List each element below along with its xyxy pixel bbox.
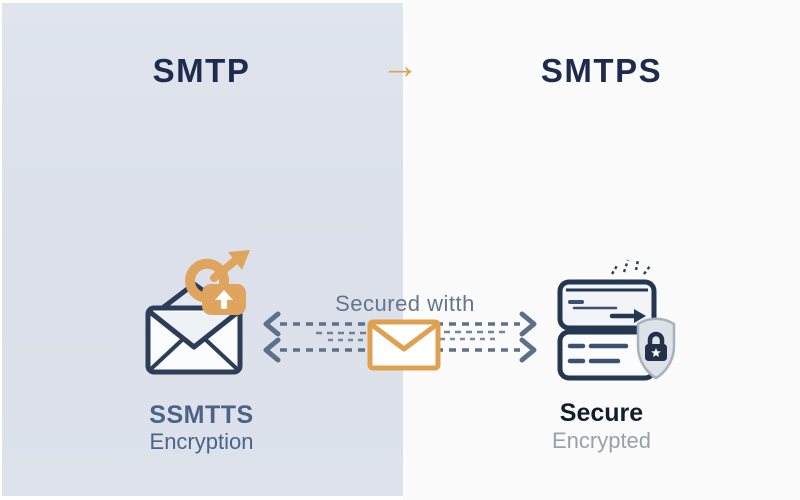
- smtps-caption-line2: Encrypted: [551, 428, 652, 453]
- right-arrow-icon: →: [381, 45, 419, 87]
- sparkle-icon: [610, 259, 651, 275]
- smtps-panel: [403, 0, 800, 500]
- smtp-title: SMTP: [152, 52, 251, 89]
- server-shield-icon: [557, 259, 676, 381]
- smtp-panel: [2, 3, 403, 496]
- secured-with-label: Secured witth: [335, 291, 475, 316]
- smtps-caption-line1: Secure: [559, 399, 644, 427]
- open-padlock-icon: [185, 250, 250, 315]
- envelope-icon: [367, 319, 441, 371]
- mail-unlocked-icon: [145, 250, 250, 375]
- smtp-caption-line1: SSMTTS: [149, 401, 254, 429]
- smtps-title: SMTPS: [540, 52, 663, 89]
- smtp-caption-line2: Encryption: [149, 429, 254, 454]
- shield-lock-icon: [636, 317, 676, 380]
